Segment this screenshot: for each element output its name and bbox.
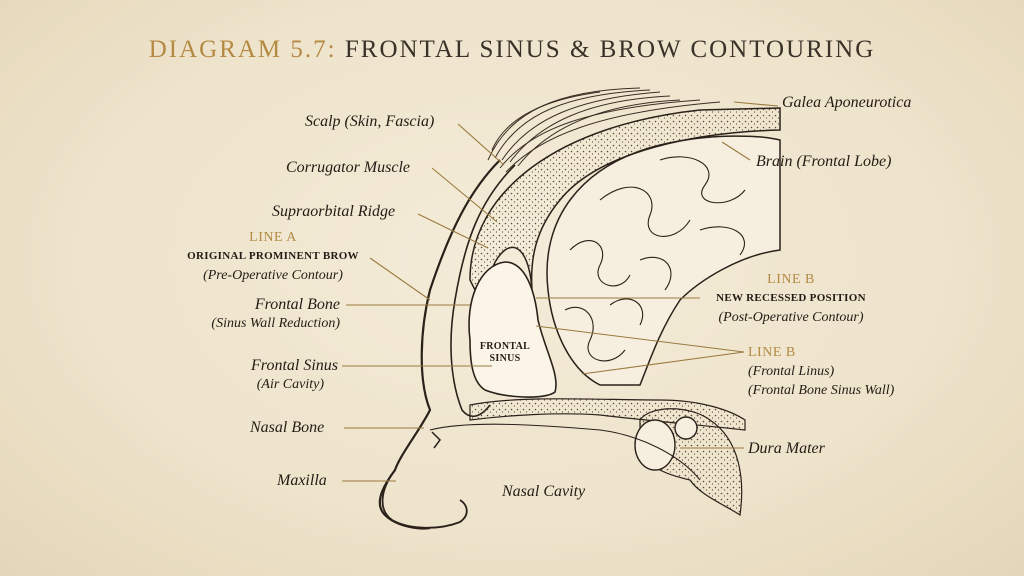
label-corrugator: Corrugator Muscle [286,159,410,176]
leader-supraorbital [417,213,489,249]
leader-scalp [457,123,505,166]
leader-line-b-linus-1 [535,325,745,353]
sphenoid-cavity [634,419,676,471]
label-frontal-bone: Frontal Bone (Sinus Wall Reduction) [160,295,340,333]
brain-gyri [564,156,746,362]
scalp-hair [487,87,721,173]
frontal-sinus-line1: Frontal Sinus [251,357,338,374]
frontal-bone-band [469,107,781,321]
diagram-title: DIAGRAM 5.7: FRONTAL SINUS & BROW CONTOU… [0,36,1024,64]
label-nasal-cavity: Nasal Cavity [502,483,586,500]
diagram-number: DIAGRAM 5.7: [148,36,337,63]
leader-line-a [369,257,431,301]
label-line-a: LINE A ORIGINAL PROMINENT BROW (Pre-Oper… [158,228,388,285]
line-b-recessed-line1: NEW RECESSED POSITION [716,292,866,304]
nasal-bone-tip [431,431,441,449]
label-line-b-recessed: LINE B NEW RECESSED POSITION (Post-Opera… [696,270,886,327]
frontal-sinus-cavity [468,261,557,398]
frontal-bone-line1: Frontal Bone [254,296,340,313]
frontal-sinus-line2: (Air Cavity) [256,377,324,392]
label-maxilla: Maxilla [277,472,327,489]
leader-galea [733,101,779,107]
line-b-recessed-title: LINE B [767,272,815,287]
line-b-recessed-line2: (Post-Operative Contour) [718,310,864,325]
label-nasal-bone: Nasal Bone [250,419,325,436]
nose-outline [381,469,468,529]
label-dura: Dura Mater [748,440,825,457]
line-a-title: LINE A [249,230,297,245]
leader-lines [342,101,779,482]
label-scalp: Scalp (Skin, Fascia) [305,113,435,130]
label-sinus-inner: FRONTAL SINUS [470,341,540,365]
label-galea: Galea Aponeurotica [782,94,912,111]
diagram-title-text: FRONTAL SINUS & BROW CONTOURING [344,36,876,63]
line-b-linus-line1: (Frontal Linus) [748,364,835,379]
leader-brain [721,141,751,161]
dura-loop [674,416,698,440]
label-brain: Brain (Frontal Lobe) [756,153,892,170]
line-b-linus-title: LINE B [748,345,796,360]
sinus-inner-line2: SINUS [489,353,521,364]
label-supraorbital: Supraorbital Ridge [272,203,396,220]
sinus-inner-line1: FRONTAL [479,341,531,352]
frontal-bone-line2: (Sinus Wall Reduction) [211,316,340,331]
line-a-line2: (Pre-Operative Contour) [203,268,343,283]
label-frontal-sinus: Frontal Sinus (Air Cavity) [180,356,338,394]
face-profile-skin [378,159,501,530]
line-b-linus-line2: (Frontal Bone Sinus Wall) [748,383,895,398]
leader-line-b-linus-2 [581,351,745,375]
line-a-line1: ORIGINAL PROMINENT BROW [187,250,359,262]
leader-corrugator [431,167,498,223]
label-line-b-linus: LINE B (Frontal Linus) (Frontal Bone Sin… [748,343,894,400]
nasal-cavity-outline [429,423,701,481]
